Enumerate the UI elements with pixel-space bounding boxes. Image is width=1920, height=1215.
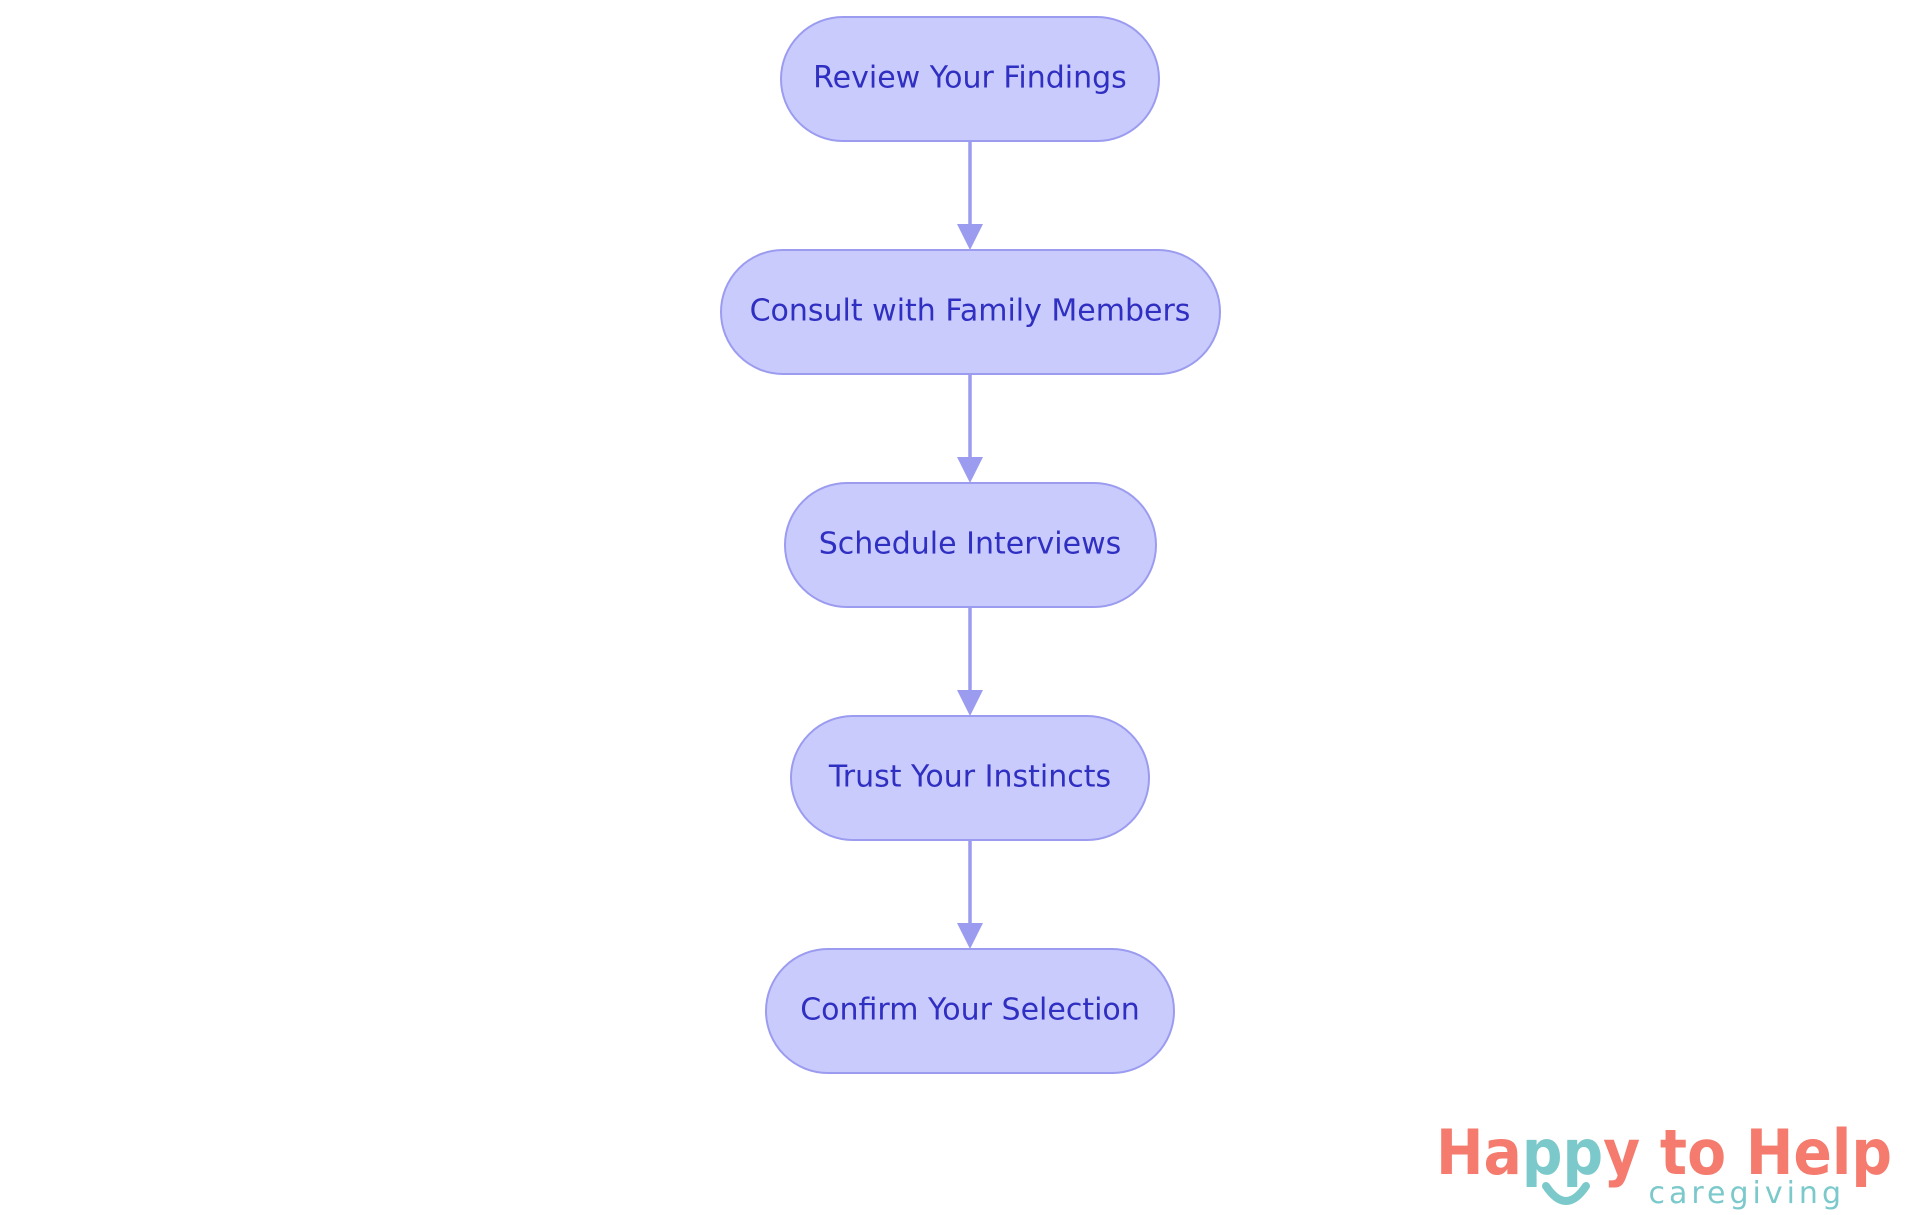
node-confirm-your-selection: Confirm Your Selection — [765, 948, 1175, 1074]
brand-logo: Happy to Help caregiving — [1436, 1116, 1892, 1211]
edge-consult-to-schedule — [957, 374, 983, 483]
node-label: Schedule Interviews — [819, 527, 1122, 562]
node-label: Consult with Family Members — [750, 294, 1191, 329]
node-review-your-findings: Review Your Findings — [780, 16, 1160, 142]
edge-review-to-consult — [957, 141, 983, 250]
node-trust-your-instincts: Trust Your Instincts — [790, 715, 1150, 841]
logo-wordmark-part-1: Ha — [1436, 1116, 1522, 1189]
edge-trust-to-confirm — [957, 840, 983, 949]
node-label: Confirm Your Selection — [800, 993, 1140, 1028]
node-consult-with-family-members: Consult with Family Members — [720, 249, 1221, 375]
node-label: Trust Your Instincts — [828, 760, 1111, 795]
logo-wordmark: Happy to Help — [1436, 1116, 1892, 1189]
logo-subtitle: caregiving — [1648, 1176, 1845, 1211]
logo-wordmark-part-2: pp — [1522, 1116, 1603, 1189]
edge-schedule-to-trust — [957, 607, 983, 716]
smile-icon — [1542, 1182, 1590, 1205]
node-schedule-interviews: Schedule Interviews — [784, 482, 1157, 608]
node-label: Review Your Findings — [813, 61, 1127, 96]
logo-wordmark-part-3: y to Help — [1603, 1116, 1892, 1189]
